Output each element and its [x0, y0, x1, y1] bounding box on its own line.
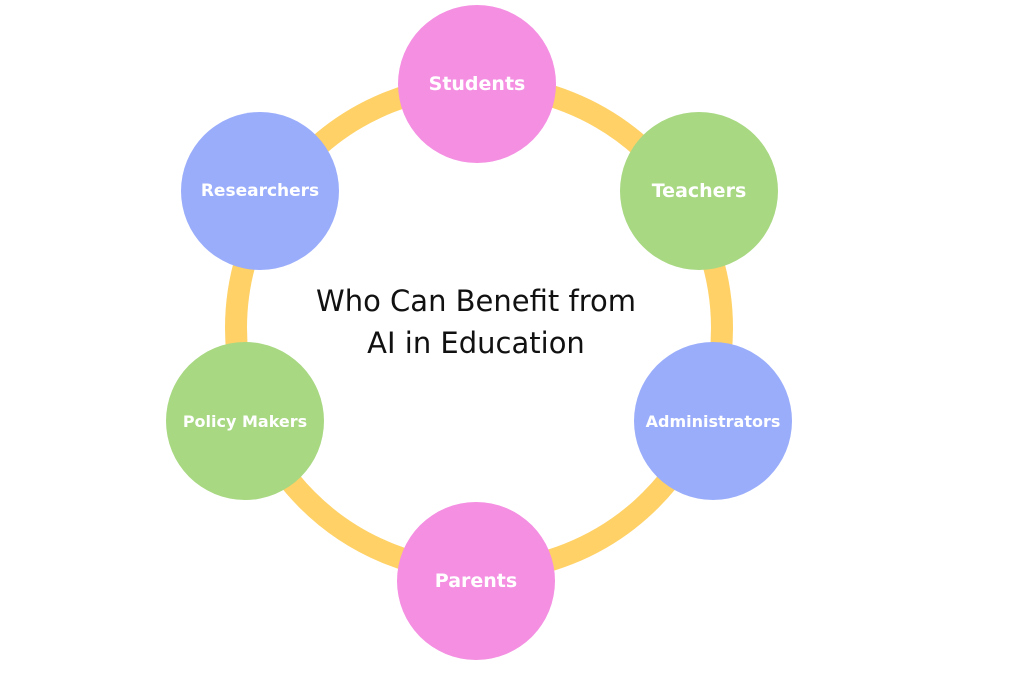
- node-label: Policy Makers: [182, 411, 308, 431]
- node-label: Teachers: [651, 180, 747, 202]
- title-line-2: AI in Education: [367, 326, 585, 360]
- node-policy-makers: Policy Makers: [166, 342, 324, 500]
- diagram-title: Who Can Benefit from AI in Education: [276, 280, 676, 364]
- node-parents: Parents: [397, 502, 555, 660]
- title-line-1: Who Can Benefit from: [316, 284, 636, 318]
- node-label: Parents: [434, 570, 518, 592]
- node-researchers: Researchers: [181, 112, 339, 270]
- node-label: Administrators: [645, 411, 781, 431]
- node-label: Researchers: [200, 181, 320, 201]
- node-administrators: Administrators: [634, 342, 792, 500]
- node-students: Students: [398, 5, 556, 163]
- node-label: Students: [428, 73, 526, 95]
- node-teachers: Teachers: [620, 112, 778, 270]
